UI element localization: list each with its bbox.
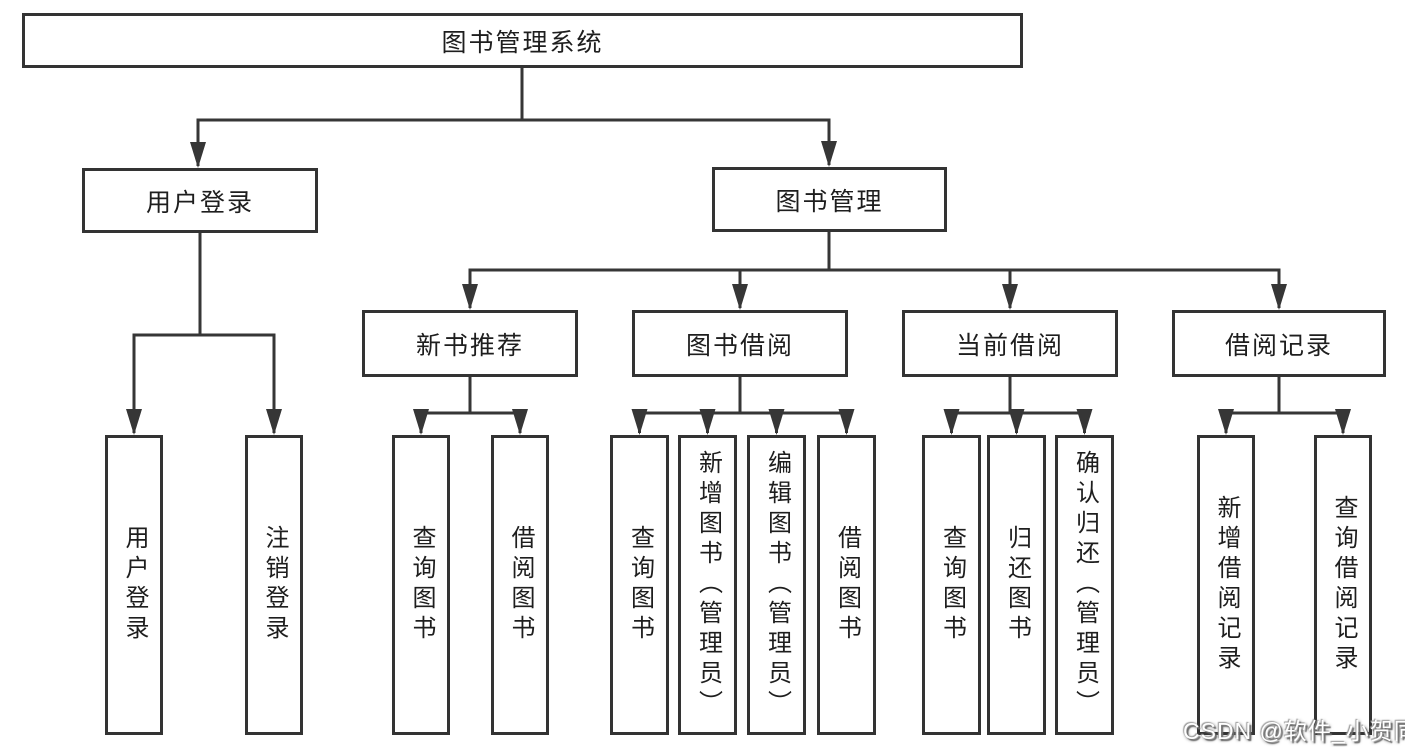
node-library-system: 图书管理系统	[22, 13, 1023, 68]
node-label: 图书管理系统	[441, 28, 604, 57]
leaf-add-books-admin: 新增图书（管理员）	[678, 435, 737, 735]
leaf-query-books-recommend: 查询图书	[392, 435, 450, 735]
leaf-confirm-return-admin: 确认归还（管理员）	[1055, 435, 1114, 735]
leaf-label: 查询借阅记录	[1330, 495, 1357, 675]
leaf-label: 借阅图书	[833, 525, 861, 645]
csdn-watermark: CSDN @软件_小贺同学	[1183, 718, 1405, 744]
node-label: 新书推荐	[415, 331, 524, 360]
leaf-query-borrow-record: 查询借阅记录	[1314, 435, 1372, 735]
node-new-book-recommend: 新书推荐	[362, 310, 578, 377]
leaf-edit-books-admin: 编辑图书（管理员）	[747, 435, 806, 735]
node-book-management: 图书管理	[712, 167, 947, 232]
leaf-label: 查询图书	[626, 525, 654, 645]
leaf-label: 注销登录	[261, 525, 288, 645]
connector-lines	[126, 68, 1351, 435]
node-label: 借阅记录	[1224, 331, 1333, 360]
leaf-label: 查询图书	[408, 525, 435, 645]
leaf-borrow-books: 借阅图书	[817, 435, 876, 735]
leaf-borrow-books-recommend: 借阅图书	[491, 435, 549, 735]
node-label: 图书管理	[775, 187, 884, 216]
node-label: 当前借阅	[955, 331, 1064, 360]
leaf-label: 用户登录	[121, 525, 148, 645]
leaf-label: 借阅图书	[507, 525, 534, 645]
leaf-user-login: 用户登录	[105, 435, 163, 735]
leaf-add-borrow-record: 新增借阅记录	[1197, 435, 1255, 735]
leaf-return-books: 归还图书	[987, 435, 1046, 735]
leaf-label: 确认归还（管理员）	[1071, 450, 1099, 720]
leaf-label: 查询图书	[938, 525, 966, 645]
leaf-query-books-borrowing: 查询图书	[610, 435, 669, 735]
leaf-label: 新增图书（管理员）	[694, 450, 722, 720]
leaf-logout: 注销登录	[245, 435, 303, 735]
leaf-label: 归还图书	[1003, 525, 1031, 645]
node-borrowing-records: 借阅记录	[1172, 310, 1386, 377]
leaf-label: 编辑图书（管理员）	[763, 450, 791, 720]
node-user-login: 用户登录	[82, 168, 318, 233]
node-book-borrowing: 图书借阅	[632, 310, 848, 377]
leaf-label: 新增借阅记录	[1213, 495, 1240, 675]
node-label: 用户登录	[145, 188, 254, 217]
node-label: 图书借阅	[685, 331, 794, 360]
node-current-borrowing: 当前借阅	[902, 310, 1118, 377]
leaf-query-books-current: 查询图书	[922, 435, 981, 735]
